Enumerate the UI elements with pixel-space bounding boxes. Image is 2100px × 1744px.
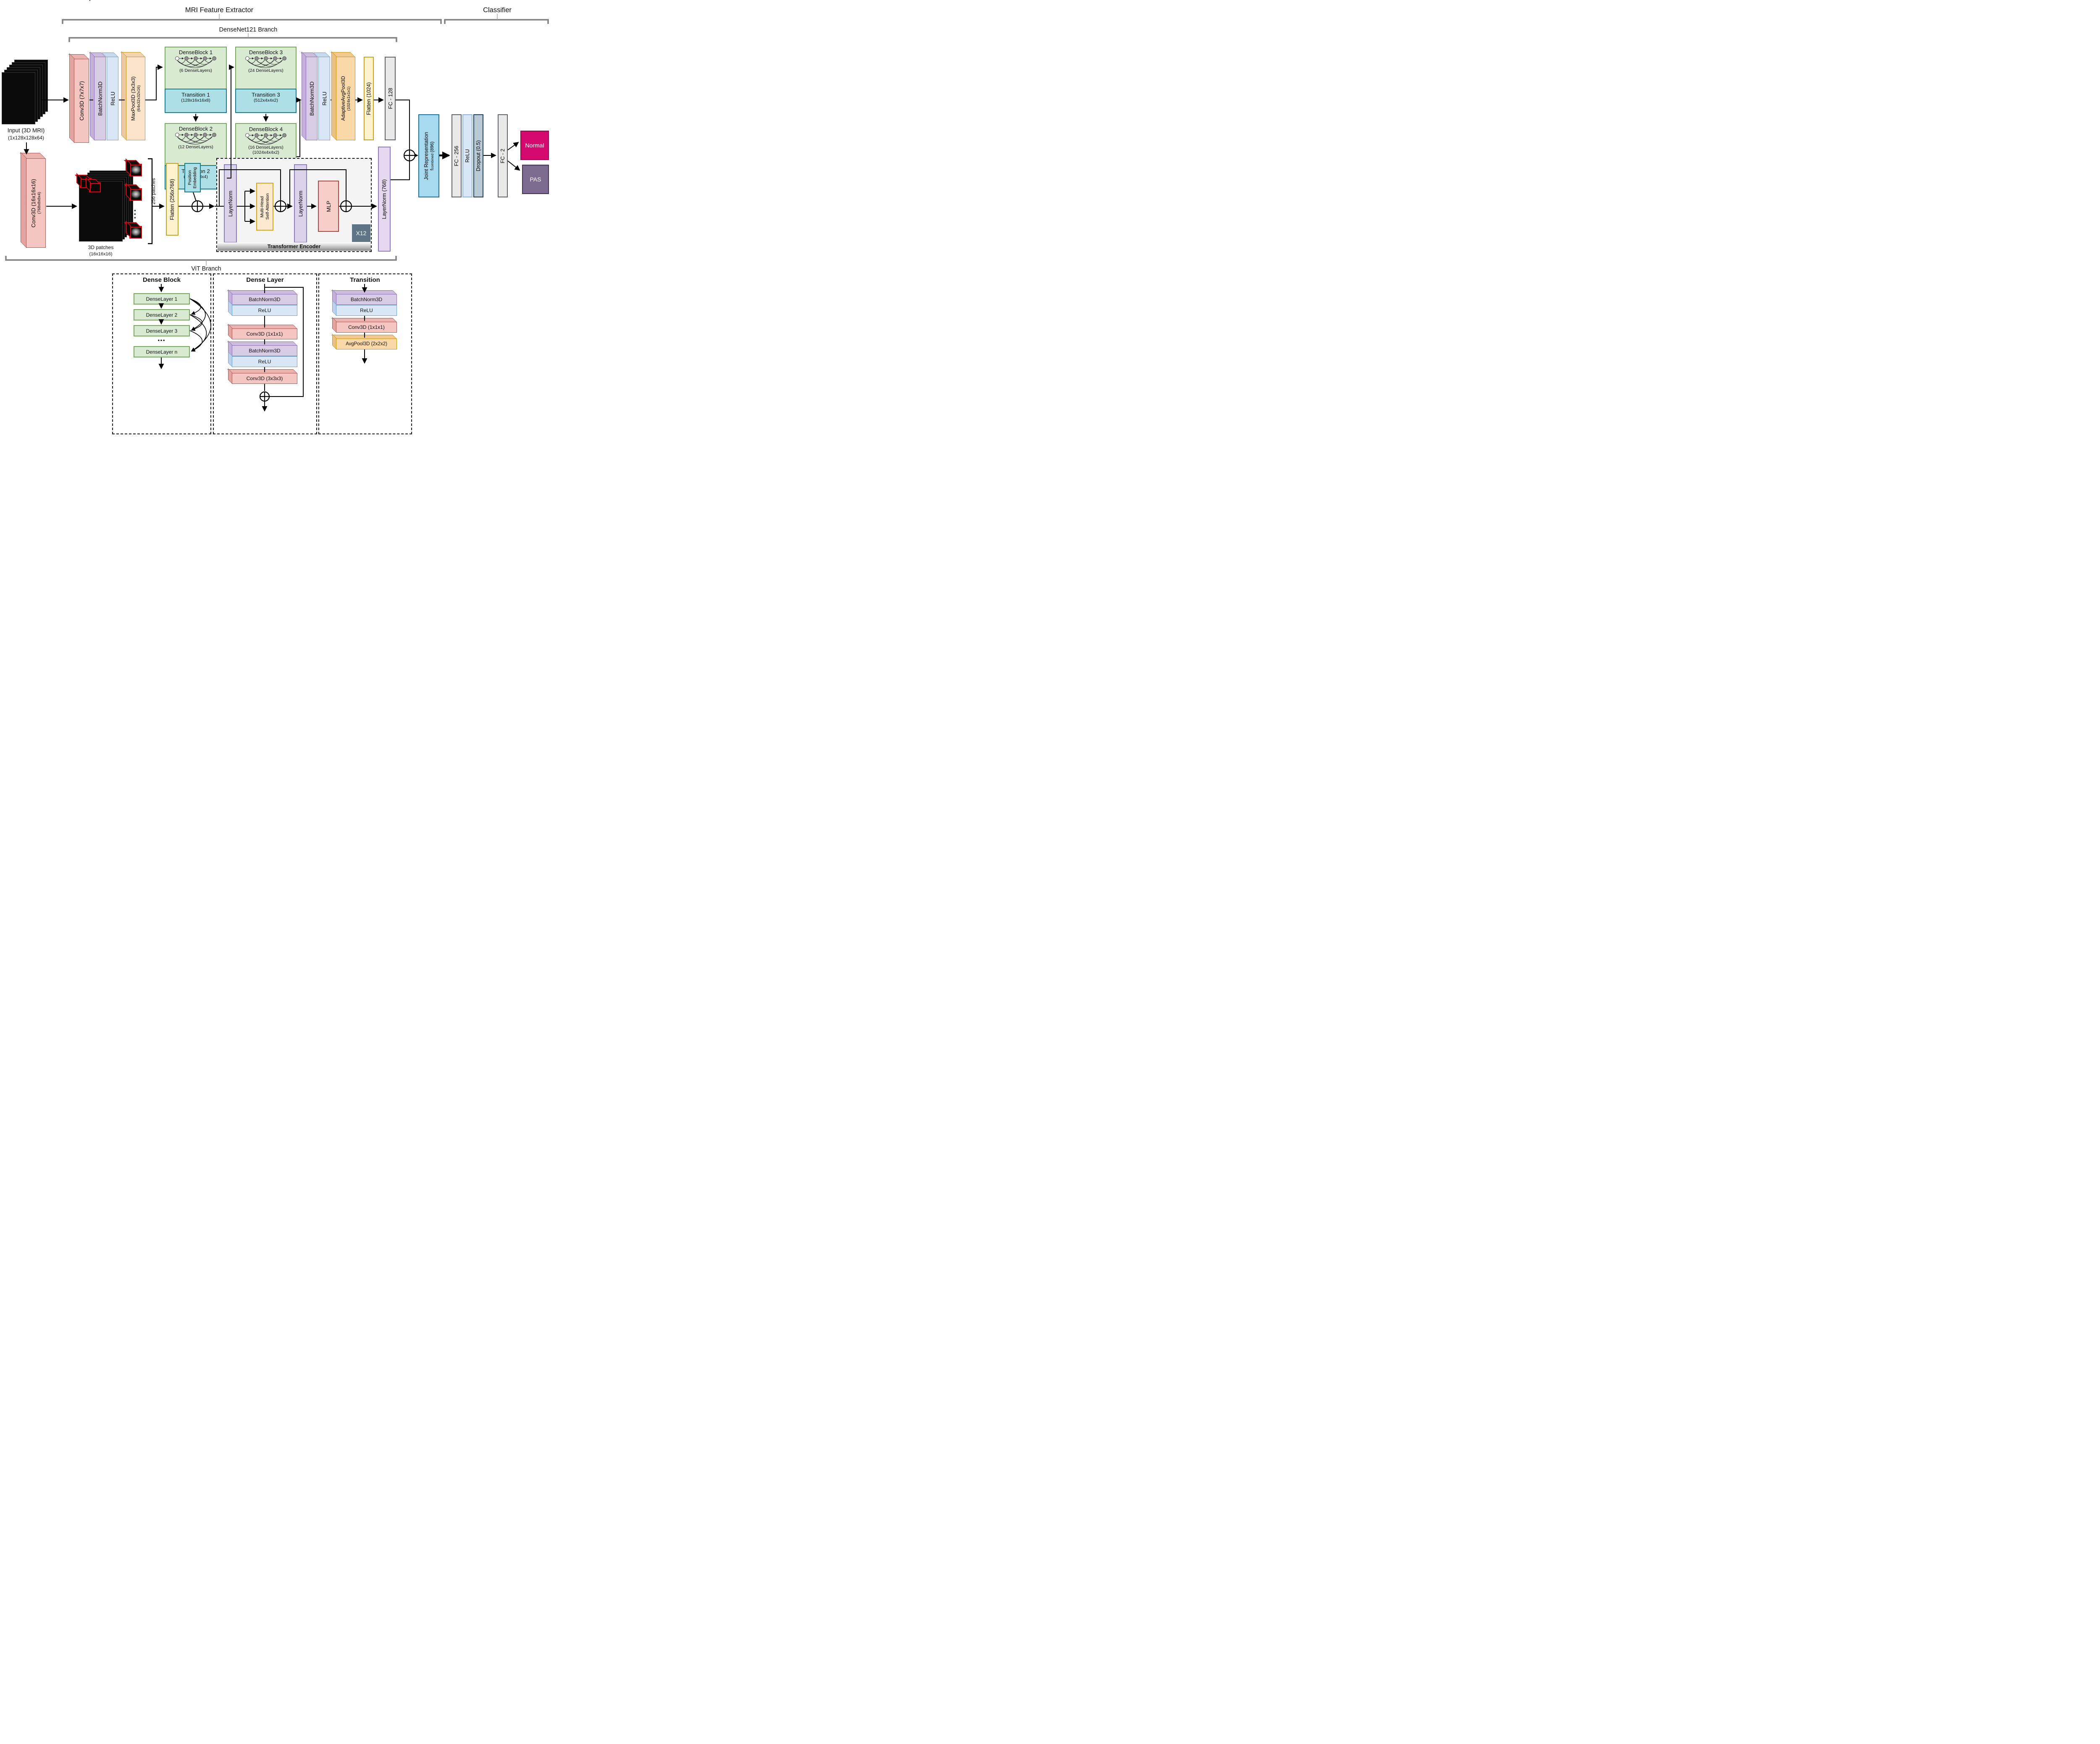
transition-legend-card bbox=[318, 273, 412, 434]
vit-conv3d-block: Conv3D (16x16x16)(768x8x8x4) bbox=[26, 158, 46, 248]
title-densenet-branch: DenseNet121 Branch bbox=[219, 26, 278, 33]
legend-dl-batchnorm2: BatchNorm3D bbox=[232, 345, 297, 356]
title-vit-branch: ViT Branch bbox=[191, 265, 221, 272]
legend-dl-conv1: Conv3D (1x1x1) bbox=[232, 328, 297, 339]
densenet-relu1-block: ReLU bbox=[107, 57, 118, 140]
densenet-batchnorm1-block: BatchNorm3D bbox=[94, 57, 106, 140]
title-feature-extractor: MRI Feature Extractor bbox=[185, 6, 254, 14]
densenet-maxpool-block: MaxPool3D (3x3x3)(64x32x32x16) bbox=[126, 57, 145, 140]
title-classifier: Classifier bbox=[483, 6, 512, 14]
adaptive-avgpool-block: AdaptiveAvgPool3D(1024x1x1x1) bbox=[336, 57, 355, 140]
encoder-layernorm1-block: LayerNorm bbox=[224, 164, 237, 243]
mlp-block: MLP bbox=[318, 181, 339, 232]
legend-dl-conv2: Conv3D (3x3x3) bbox=[232, 373, 297, 384]
legend-dl-relu2: ReLU bbox=[232, 356, 297, 367]
patches-label: 3D patches bbox=[88, 244, 114, 250]
highlight-patch-cube bbox=[89, 182, 101, 192]
classifier-relu-block: ReLU bbox=[462, 114, 472, 197]
output-pas: PAS bbox=[522, 165, 549, 194]
dense-layer-legend-card bbox=[213, 273, 317, 434]
legend-dl-relu1: ReLU bbox=[232, 305, 297, 316]
patch-count-label: 256 patches bbox=[151, 178, 156, 205]
ellipsis-dots: ••• bbox=[132, 210, 138, 221]
transition-legend-title: Transition bbox=[350, 276, 380, 284]
vit-flatten-block: Flatten (256x768) bbox=[166, 163, 178, 236]
dense-block-legend-title: Dense Block bbox=[142, 276, 181, 284]
output-normal: Normal bbox=[520, 131, 549, 160]
fc-128-block: FC - 128 bbox=[385, 57, 396, 140]
transformer-encoder-label: Transformer Encoder bbox=[217, 242, 371, 251]
dense-connectivity-icon bbox=[236, 132, 296, 145]
architecture-diagram: MRI Feature Extractor Classifier DenseNe… bbox=[0, 0, 549, 436]
denselayer-2: DenseLayer 2 bbox=[134, 309, 190, 320]
denselayer-dots: ••• bbox=[158, 337, 166, 343]
fc-2-block: FC - 2 bbox=[498, 114, 508, 197]
dense-layer-legend-title: Dense Layer bbox=[246, 276, 284, 284]
patches-dims: (16x16x16) bbox=[89, 252, 113, 257]
denselayer-1: DenseLayer 1 bbox=[134, 293, 190, 305]
legend-tr-avgpool: AvgPool3D (2x2x2) bbox=[336, 339, 397, 349]
dropout-block: Dropout (0.5) bbox=[473, 114, 483, 197]
legend-tr-batchnorm: BatchNorm3D bbox=[336, 294, 397, 305]
legend-tr-conv: Conv3D (1x1x1) bbox=[336, 322, 397, 333]
vit-layernorm-out-block: LayerNorm (768) bbox=[378, 147, 391, 252]
patch-cube bbox=[129, 226, 142, 239]
dense-connectivity-icon bbox=[165, 55, 226, 68]
legend-dl-batchnorm1: BatchNorm3D bbox=[232, 294, 297, 305]
dense-connectivity-icon bbox=[236, 55, 296, 68]
input-label: Input (3D MRI) bbox=[7, 127, 45, 134]
dense-connectivity-icon bbox=[165, 132, 226, 144]
densenet-batchnorm2-block: BatchNorm3D bbox=[306, 57, 318, 140]
densenet-relu2-block: ReLU bbox=[318, 57, 330, 140]
densenet-conv3d-block: Conv3D (7x7x7) bbox=[74, 59, 89, 143]
denselayer-3: DenseLayer 3 bbox=[134, 325, 190, 336]
input-dims: (1x128x128x64) bbox=[8, 135, 45, 141]
x12-badge: X12 bbox=[352, 224, 370, 242]
fc-256-block: FC - 256 bbox=[452, 114, 462, 197]
flatten-1024-block: Flatten (1024) bbox=[364, 57, 374, 140]
patch-cube bbox=[129, 164, 142, 176]
legend-tr-relu: ReLU bbox=[336, 305, 397, 316]
dense-block-legend-card bbox=[112, 273, 211, 434]
denseblock1-card: DenseBlock 1 (6 DenseLayers) Transition … bbox=[165, 47, 227, 113]
encoder-layernorm2-block: LayerNorm bbox=[294, 164, 307, 243]
denselayer-n: DenseLayer n bbox=[134, 346, 190, 357]
denseblock3-card: DenseBlock 3 (24 DenseLayers) Transition… bbox=[235, 47, 297, 113]
patch-cube bbox=[129, 188, 142, 201]
